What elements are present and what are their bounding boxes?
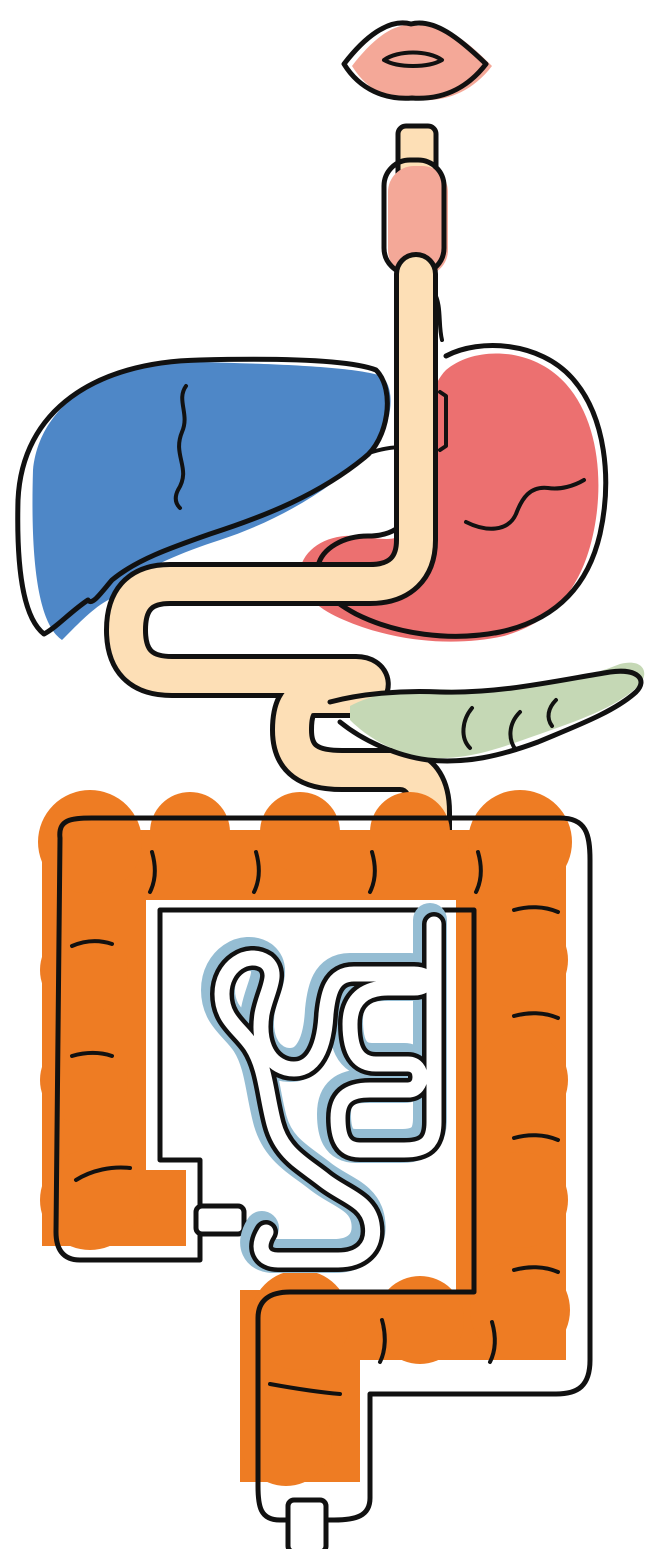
lips-icon — [344, 23, 492, 100]
small-intestine-icon — [218, 920, 434, 1260]
rectum-icon — [288, 1500, 326, 1549]
